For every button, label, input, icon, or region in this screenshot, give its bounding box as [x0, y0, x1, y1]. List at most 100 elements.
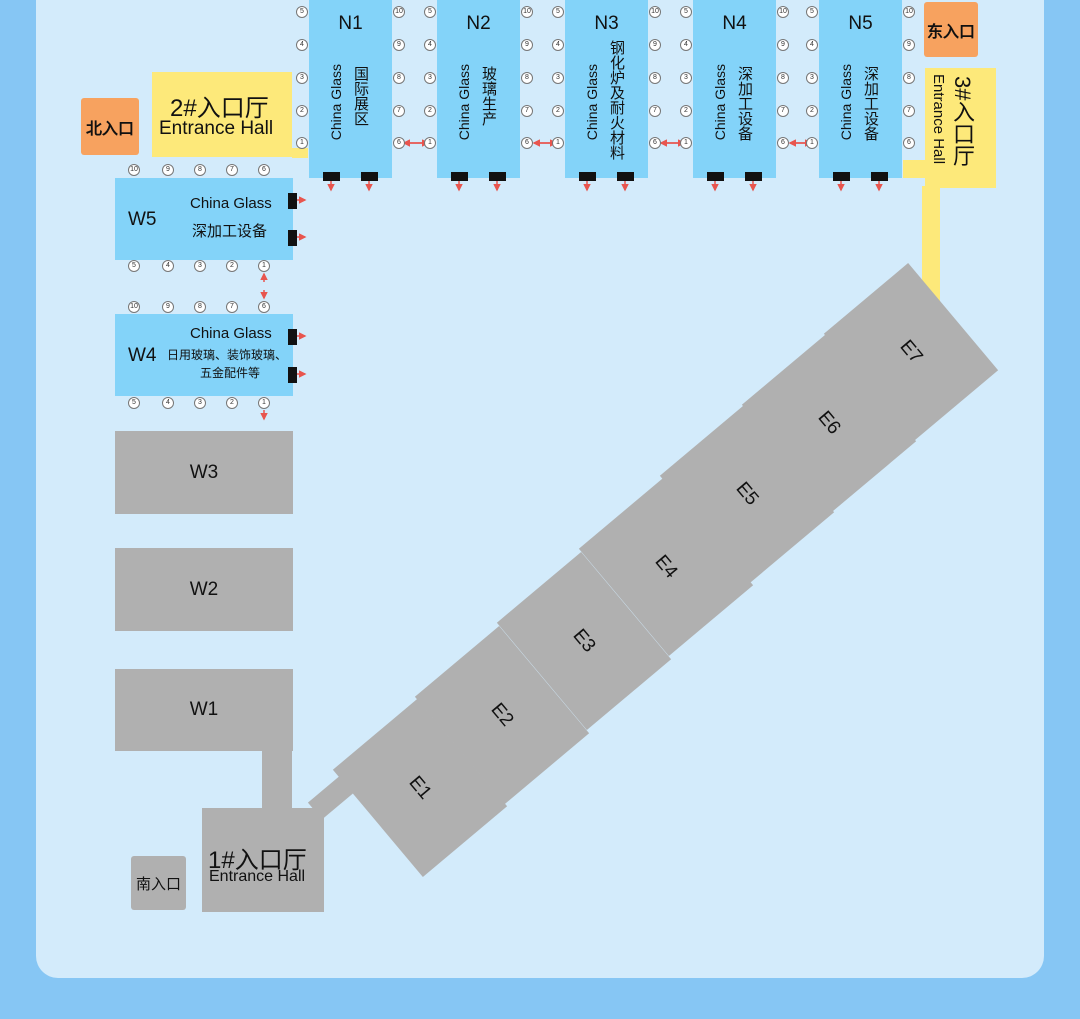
gate-number: 1	[806, 137, 818, 149]
gate-number: 5	[296, 6, 308, 18]
dock-mark	[288, 193, 297, 209]
gate-number: 3	[552, 72, 564, 84]
gate-number: 4	[162, 397, 174, 409]
dock-mark	[323, 172, 340, 181]
gate-number: 1	[258, 397, 270, 409]
gate-number: 10	[903, 6, 915, 18]
gate-number: 3	[194, 260, 206, 272]
gate-number: 5	[680, 6, 692, 18]
gate-number: 6	[521, 137, 533, 149]
gate-number: 1	[296, 137, 308, 149]
hall-w5-id: W5	[128, 209, 157, 230]
gate-number: 10	[777, 6, 789, 18]
hall2-title: 2#入口厅	[170, 95, 269, 122]
gate-number: 9	[162, 301, 174, 313]
gate-number: 5	[552, 6, 564, 18]
gate-number: 8	[194, 164, 206, 176]
hall1-subtitle: Entrance Hall	[209, 868, 306, 885]
gate-number: 9	[521, 39, 533, 51]
north-hall-desc: 钢化炉及耐火材料	[608, 40, 625, 160]
north-entrance[interactable]: 北入口	[81, 98, 139, 155]
gate-number: 9	[649, 39, 661, 51]
gate-number: 8	[777, 72, 789, 84]
dock-mark	[745, 172, 762, 181]
gate-number: 7	[226, 164, 238, 176]
gate-number: 10	[128, 301, 140, 313]
gate-number: 2	[424, 105, 436, 117]
dock-mark	[451, 172, 468, 181]
gate-number: 10	[393, 6, 405, 18]
gate-number: 4	[296, 39, 308, 51]
gate-number: 4	[806, 39, 818, 51]
gate-number: 7	[226, 301, 238, 313]
gate-number: 2	[552, 105, 564, 117]
gate-number: 7	[903, 105, 915, 117]
south-entrance[interactable]: 南入口	[131, 856, 186, 910]
hall-n1[interactable]: N1 China Glass 国际展区	[309, 0, 392, 178]
hall-w5[interactable]: W5 China Glass 深加工设备	[115, 178, 293, 260]
east-hall-id: E5	[731, 478, 763, 510]
hall-n5[interactable]: N5 China Glass 深加工设备	[819, 0, 902, 178]
gate-number: 3	[424, 72, 436, 84]
hall-w4-id: W4	[128, 345, 157, 366]
dock-mark	[871, 172, 888, 181]
hall-w5-brand: China Glass	[190, 195, 272, 212]
east-hall-id: E7	[895, 336, 927, 368]
dock-mark	[579, 172, 596, 181]
dock-mark	[489, 172, 506, 181]
gate-number: 7	[521, 105, 533, 117]
gate-number: 6	[258, 301, 270, 313]
dock-mark	[361, 172, 378, 181]
gate-number: 3	[806, 72, 818, 84]
dock-mark	[707, 172, 724, 181]
hall-w4[interactable]: W4 China Glass 日用玻璃、装饰玻璃、 五金配件等	[115, 314, 293, 396]
gate-number: 8	[393, 72, 405, 84]
hall-w1[interactable]: W1	[115, 669, 293, 751]
hall-w4-desc: 日用玻璃、装饰玻璃、	[167, 348, 288, 362]
north-hall-desc: 国际展区	[352, 66, 369, 126]
gate-number: 7	[393, 105, 405, 117]
east-hall-id: E3	[568, 625, 600, 657]
gate-number: 1	[258, 260, 270, 272]
hall-w3[interactable]: W3	[115, 431, 293, 514]
gate-number: 6	[777, 137, 789, 149]
hall-w2[interactable]: W2	[115, 548, 293, 631]
gate-number: 1	[552, 137, 564, 149]
hall3-title: 3#入口厅	[950, 76, 975, 167]
gate-number: 2	[226, 260, 238, 272]
dock-mark	[288, 329, 297, 345]
connector-hall3-n5	[903, 160, 927, 178]
east-entrance[interactable]: 东入口	[924, 2, 978, 57]
gate-number: 8	[649, 72, 661, 84]
gate-number: 9	[777, 39, 789, 51]
hall1-title: 1#入口厅	[208, 847, 307, 874]
gate-number: 5	[806, 6, 818, 18]
north-hall-brand: China Glass	[712, 64, 728, 141]
entrance-hall-1[interactable]: 1#入口厅 Entrance Hall	[202, 808, 324, 912]
gate-number: 8	[194, 301, 206, 313]
gate-number: 6	[903, 137, 915, 149]
hall-n3[interactable]: N3 China Glass 钢化炉及耐火材料	[565, 0, 648, 178]
gate-number: 4	[680, 39, 692, 51]
dock-mark	[288, 367, 297, 383]
hall-n4[interactable]: N4 China Glass 深加工设备	[693, 0, 776, 178]
entrance-hall-3[interactable]: 3#入口厅 Entrance Hall	[925, 68, 996, 188]
gate-number: 2	[296, 105, 308, 117]
gate-number: 9	[903, 39, 915, 51]
gate-number: 1	[680, 137, 692, 149]
north-hall-brand: China Glass	[584, 64, 600, 141]
gate-number: 7	[777, 105, 789, 117]
gate-number: 4	[162, 260, 174, 272]
north-hall-id: N3	[594, 13, 619, 34]
entrance-hall-2[interactable]: 2#入口厅 Entrance Hall	[152, 72, 292, 157]
gate-number: 3	[680, 72, 692, 84]
gate-number: 9	[162, 164, 174, 176]
gate-number: 4	[552, 39, 564, 51]
hall-w5-desc: 深加工设备	[192, 223, 268, 240]
gate-number: 6	[393, 137, 405, 149]
connector-hall2-n1	[292, 148, 308, 158]
hall-w4-desc2: 五金配件等	[200, 366, 261, 380]
dock-mark	[617, 172, 634, 181]
hall-n2[interactable]: N2 China Glass 玻璃生产	[437, 0, 520, 178]
north-hall-brand: China Glass	[328, 64, 344, 141]
